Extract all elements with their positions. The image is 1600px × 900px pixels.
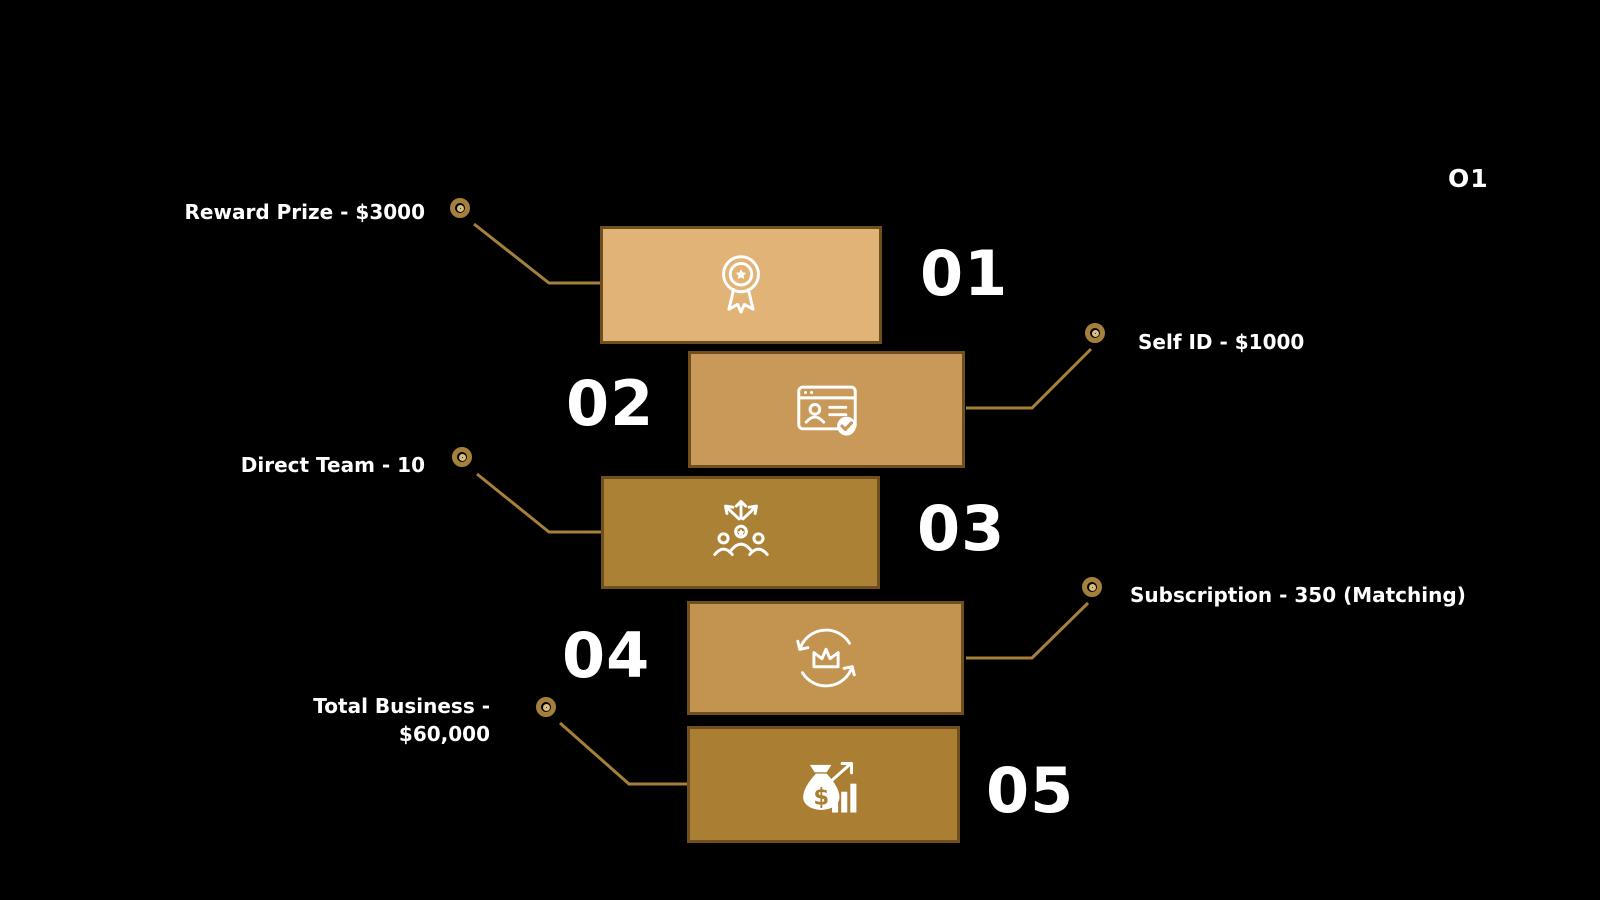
node-marker-inner (1091, 329, 1099, 337)
connector-line-1 (473, 222, 601, 285)
node-marker-inner (1088, 583, 1096, 591)
node-marker-3 (452, 447, 472, 467)
svg-text:$: $ (813, 784, 829, 810)
connector-line-3 (476, 472, 602, 534)
node-marker-5 (536, 697, 556, 717)
subscription-renewal-icon (795, 628, 856, 688)
step-number-3: 03 (917, 492, 1006, 565)
step-box-2 (688, 351, 965, 468)
step-label-5: Total Business - $60,000 (313, 694, 490, 746)
step-label-1: Reward Prize - $3000 (184, 200, 425, 224)
step-box-1 (600, 226, 882, 344)
step-number-1: 01 (920, 237, 1009, 310)
node-marker-2 (1085, 323, 1105, 343)
step-box-4 (687, 601, 964, 715)
team-growth-icon (712, 499, 769, 556)
step-number-5: 05 (986, 754, 1075, 827)
node-marker-inner (456, 204, 464, 212)
node-marker-inner (542, 703, 550, 711)
connector-line-5 (559, 721, 688, 786)
corner-mark: O1 (1448, 164, 1489, 193)
node-marker-inner (458, 453, 466, 461)
node-marker-1 (450, 198, 470, 218)
money-growth-icon: $ (802, 761, 856, 813)
node-marker-4 (1082, 577, 1102, 597)
step-label-4: Subscription - 350 (Matching) (1130, 583, 1466, 607)
step-number-4: 04 (562, 619, 651, 692)
connector-line-4 (966, 601, 1090, 660)
step-box-5: $ (687, 726, 960, 843)
award-badge-icon (722, 255, 760, 314)
step-number-2: 02 (566, 367, 655, 440)
step-label-2: Self ID - $1000 (1138, 330, 1305, 354)
step-box-3 (601, 476, 880, 589)
id-verification-icon (796, 385, 857, 436)
connector-line-2 (966, 347, 1093, 410)
step-label-3: Direct Team - 10 (240, 453, 425, 477)
